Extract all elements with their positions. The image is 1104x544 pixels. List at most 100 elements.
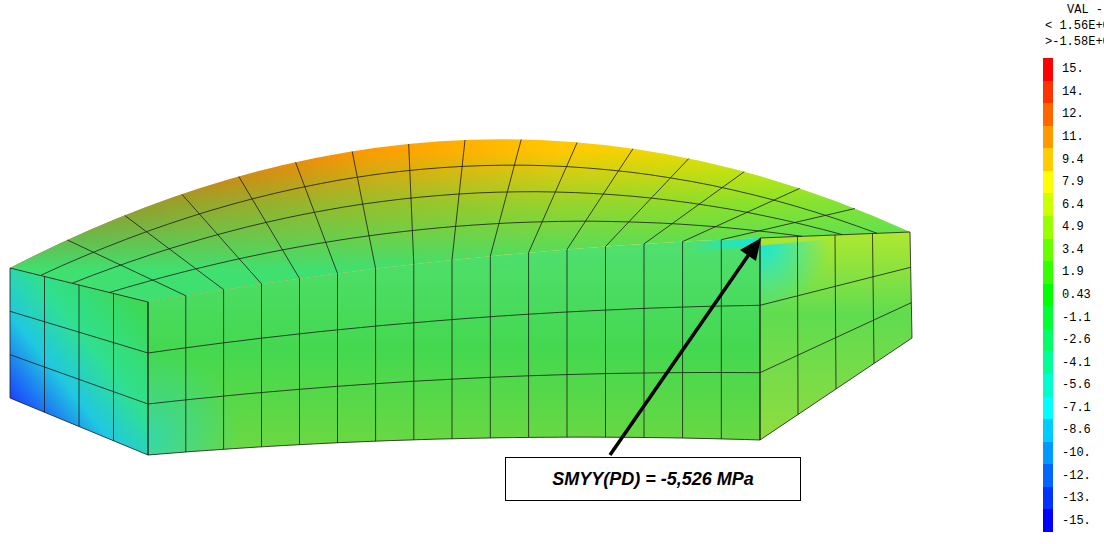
mesh-line	[873, 234, 875, 364]
mesh-line	[644, 172, 744, 244]
scale-value: -10.	[1062, 446, 1091, 460]
scale-value: 3.4	[1062, 243, 1084, 257]
mesh-line	[682, 242, 683, 438]
mesh-line	[490, 140, 521, 257]
mesh-line	[148, 373, 760, 405]
mesh-line	[79, 285, 80, 427]
scale-value: -7.1	[1062, 401, 1091, 415]
mesh-line	[375, 269, 376, 442]
scale-value: 4.9	[1062, 220, 1084, 234]
scale-value: 0.43	[1062, 288, 1091, 302]
mesh-line	[606, 159, 689, 247]
mesh-line	[452, 140, 465, 260]
scale-value: 14.	[1062, 85, 1084, 99]
mesh-line	[113, 294, 114, 441]
scale-value: 12.	[1062, 107, 1084, 121]
color-swatch	[1043, 284, 1053, 307]
mesh-line	[109, 221, 802, 292]
mesh-line	[261, 284, 262, 447]
scale-header: >-1.58E+01	[1045, 35, 1104, 49]
scale-value: -12.	[1062, 469, 1091, 483]
mesh-line	[10, 268, 11, 398]
pd-spot	[148, 232, 912, 440]
mesh-line	[835, 235, 836, 389]
color-swatch	[1043, 329, 1053, 352]
scale-value: 7.9	[1062, 175, 1084, 189]
mesh-line	[148, 302, 149, 455]
mesh-line	[721, 240, 722, 439]
color-swatch	[1043, 306, 1053, 329]
color-swatch	[1043, 193, 1053, 216]
callout-text: SMYY(PD) = -5,526 MPa	[506, 468, 800, 490]
mesh-line	[10, 398, 148, 455]
scale-value: 1.9	[1062, 265, 1084, 279]
mesh-line	[910, 232, 912, 338]
mesh-lines	[10, 140, 912, 456]
color-swatch	[1043, 464, 1053, 487]
mesh-line	[337, 273, 338, 442]
mesh-line	[760, 338, 912, 440]
mesh-line	[10, 355, 148, 404]
color-swatch	[1043, 351, 1053, 374]
mesh-line	[10, 311, 148, 353]
scale-value: -1.1	[1062, 311, 1091, 325]
mesh-line	[296, 162, 338, 273]
color-swatch	[1043, 216, 1053, 239]
color-swatch	[1043, 419, 1053, 442]
mesh-line	[239, 177, 300, 279]
color-swatch	[1043, 148, 1053, 171]
scale-value: 11.	[1062, 130, 1084, 144]
scale-value: -13.	[1062, 491, 1091, 505]
leader-line	[610, 250, 752, 455]
mesh-line	[452, 260, 453, 439]
scale-value: -15.	[1062, 514, 1091, 528]
color-swatch	[1043, 397, 1053, 420]
mesh-line	[185, 296, 186, 452]
mesh-line	[760, 267, 911, 305]
mesh-line	[223, 290, 224, 450]
color-swatch	[1043, 81, 1053, 104]
scale-value: -2.6	[1062, 333, 1091, 347]
mesh-line	[148, 437, 760, 455]
mesh-line	[760, 238, 761, 440]
scale-value: 9.4	[1062, 153, 1084, 167]
mesh-line	[797, 237, 799, 415]
scale-header: < 1.56E+01	[1045, 19, 1104, 33]
mesh-line	[528, 253, 529, 438]
mesh-line	[40, 165, 877, 275]
color-swatch	[1043, 261, 1053, 284]
color-swatch	[1043, 171, 1053, 194]
mesh-line	[148, 305, 760, 353]
scale-value: 6.4	[1062, 198, 1084, 212]
leader-arrowhead	[740, 238, 761, 261]
mesh-line	[567, 249, 568, 437]
mesh-line	[529, 142, 578, 252]
color-swatch	[1043, 487, 1053, 510]
callout-box: SMYY(PD) = -5,526 MPa	[505, 457, 801, 501]
mesh-line	[409, 144, 414, 264]
scale-value: -4.1	[1062, 356, 1091, 370]
mesh-line	[44, 277, 45, 413]
color-swatch	[1043, 239, 1053, 262]
mesh-line	[148, 302, 149, 455]
scale-value: 15.	[1062, 62, 1084, 76]
mesh-line	[567, 149, 633, 250]
mesh-line	[299, 279, 300, 445]
mesh-line	[605, 247, 606, 438]
mesh-line	[760, 238, 761, 440]
mesh-line	[72, 192, 842, 284]
color-swatch	[1043, 374, 1053, 397]
scale-header: VAL - ISO	[1067, 3, 1104, 17]
mesh-line	[490, 256, 491, 438]
mesh-line	[125, 215, 224, 289]
scale-value: -8.6	[1062, 423, 1091, 437]
color-swatch	[1043, 509, 1053, 532]
mesh-line	[413, 264, 414, 440]
color-swatch	[1043, 103, 1053, 126]
mesh-line	[352, 151, 375, 268]
color-swatch	[1043, 58, 1053, 81]
color-swatch	[1043, 126, 1053, 149]
mesh-line	[760, 303, 911, 373]
color-swatch	[1043, 442, 1053, 465]
